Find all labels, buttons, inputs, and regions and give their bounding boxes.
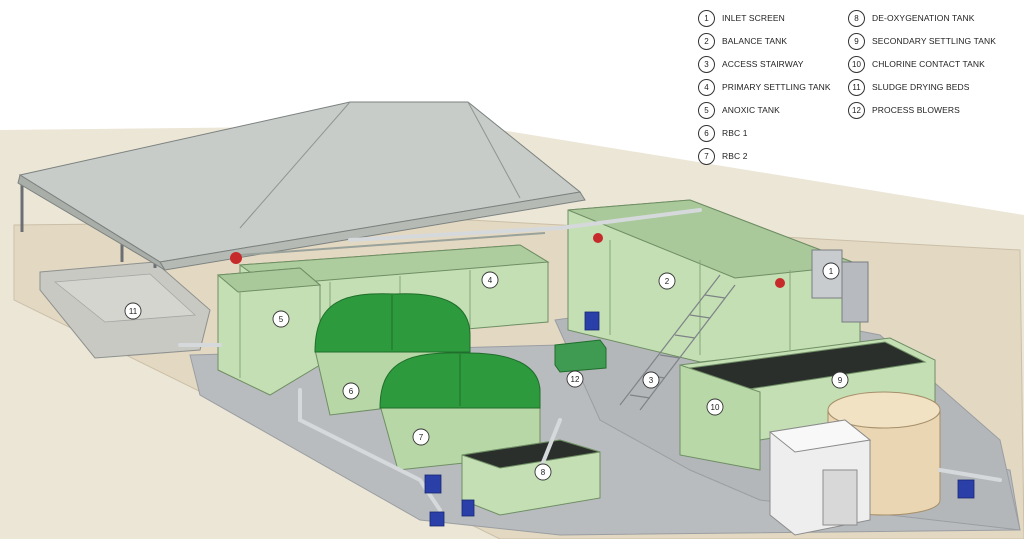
legend-label: DE-OXYGENATION TANK [872, 13, 975, 23]
legend-number: 2 [698, 32, 715, 50]
callout-primary-settling-tank: 4 [481, 271, 499, 289]
callout-number: 4 [488, 276, 493, 285]
callout-number: 6 [349, 387, 354, 396]
legend: 1 INLET SCREEN 2 BALANCE TANK 3 ACCESS STAIRW… [698, 8, 1018, 165]
legend-item: 4 PRIMARY SETTLING TANK [698, 77, 831, 97]
callout-number: 8 [541, 468, 546, 477]
callout-circle [272, 310, 290, 328]
callout-circle [706, 398, 724, 416]
callout-balance-tank: 2 [658, 272, 676, 290]
callout-access-stairway: 3 [642, 371, 660, 389]
callout-inlet-screen: 1 [822, 262, 840, 280]
legend-number: 6 [698, 124, 715, 142]
legend-item: 5 ANOXIC TANK [698, 100, 780, 120]
callout-de-oxygenation-tank: 8 [534, 463, 552, 481]
process-blowers [554, 339, 607, 373]
shade-structure [17, 101, 586, 271]
callout-number: 5 [279, 315, 284, 324]
legend-label: RBC 1 [722, 128, 748, 138]
legend-item: 8 DE-OXYGENATION TANK [848, 8, 975, 28]
de-oxygenation-tank [461, 439, 601, 516]
callout-number: 11 [129, 307, 138, 316]
legend-label: ACCESS STAIRWAY [722, 59, 804, 69]
callout-number: 12 [571, 375, 580, 384]
callout-anoxic-tank: 5 [272, 310, 290, 328]
anoxic-tank [216, 267, 322, 396]
legend-number: 4 [698, 78, 715, 96]
callout-circle [481, 271, 499, 289]
callout-number: 10 [711, 403, 720, 412]
legend-label: ANOXIC TANK [722, 105, 780, 115]
legend-label: INLET SCREEN [722, 13, 785, 23]
legend-item: 3 ACCESS STAIRWAY [698, 54, 803, 74]
callout-circle [534, 463, 552, 481]
legend-item: 2 BALANCE TANK [698, 31, 787, 51]
control-building [768, 419, 872, 536]
legend-number: 5 [698, 101, 715, 119]
callout-sludge-drying-beds: 11 [124, 302, 142, 320]
callout-chlorine-contact-tank: 10 [706, 398, 724, 416]
callout-number: 9 [838, 376, 843, 385]
legend-item: 1 INLET SCREEN [698, 8, 785, 28]
callout-circle [831, 371, 849, 389]
legend-number: 1 [698, 9, 715, 27]
legend-number: 8 [848, 9, 865, 27]
callout-number: 2 [665, 277, 670, 286]
callout-circle [642, 371, 660, 389]
valve-icon [230, 233, 785, 288]
callout-process-blowers: 12 [566, 370, 584, 388]
callout-circle [566, 370, 584, 388]
legend-number: 10 [848, 55, 865, 73]
legend-item: 11 SLUDGE DRYING BEDS [848, 77, 970, 97]
legend-number: 11 [848, 78, 865, 96]
callout-circle [658, 272, 676, 290]
legend-item: 9 SECONDARY SETTLING TANK [848, 31, 996, 51]
legend-item: 10 CHLORINE CONTACT TANK [848, 54, 985, 74]
legend-label: SECONDARY SETTLING TANK [872, 36, 997, 46]
legend-number: 3 [698, 55, 715, 73]
legend-label: SLUDGE DRYING BEDS [872, 82, 970, 92]
legend-label: PROCESS BLOWERS [872, 105, 960, 115]
callout-circle [342, 382, 360, 400]
callout-secondary-settling-tank: 9 [831, 371, 849, 389]
pipework [178, 208, 1002, 512]
callout-circle [412, 428, 430, 446]
callout-circle [124, 302, 142, 320]
legend-item: 12 PROCESS BLOWERS [848, 100, 960, 120]
callout-number: 7 [419, 433, 424, 442]
legend-label: BALANCE TANK [722, 36, 788, 46]
legend-item: 6 RBC 1 [698, 123, 748, 143]
callout-number: 1 [829, 267, 834, 276]
access-stairway [619, 274, 736, 411]
legend-number: 12 [848, 101, 865, 119]
callout-circle [822, 262, 840, 280]
pump-icon [424, 311, 975, 527]
callout-rbc-2: 7 [412, 428, 430, 446]
legend-label: CHLORINE CONTACT TANK [872, 59, 985, 69]
chlorine-contact-tank [679, 364, 761, 471]
legend-number: 9 [848, 32, 865, 50]
callout-rbc-1: 6 [342, 382, 360, 400]
callout-number: 3 [649, 376, 654, 385]
legend-label: RBC 2 [722, 151, 748, 161]
legend-label: PRIMARY SETTLING TANK [722, 82, 831, 92]
legend-number: 7 [698, 147, 715, 165]
legend-item: 7 RBC 2 [698, 146, 748, 166]
